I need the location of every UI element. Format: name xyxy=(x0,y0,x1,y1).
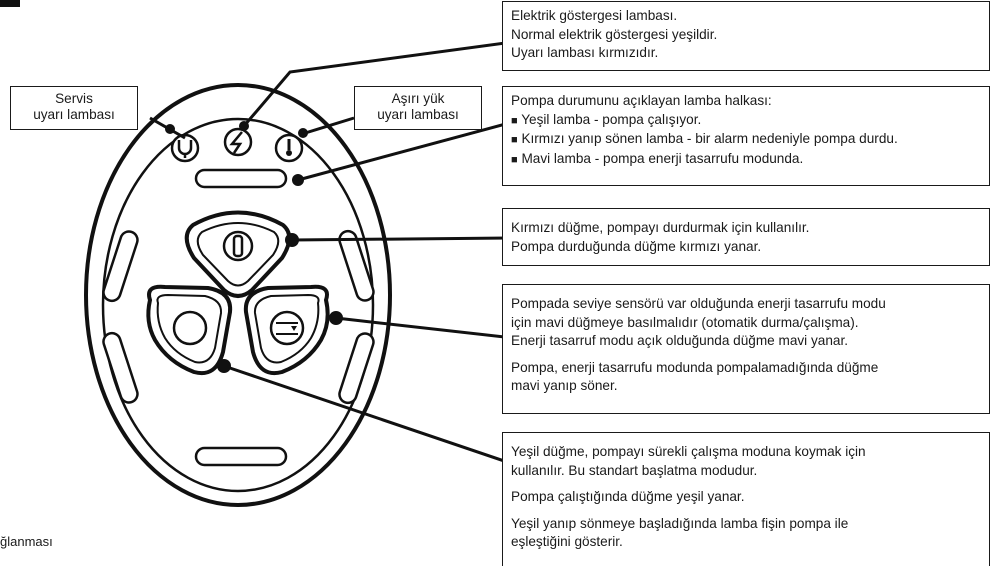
power-line-1: Elektrik göstergesi lambası. xyxy=(511,7,981,26)
green-line-1: Yeşil düğme, pompayı sürekli çalışma mod… xyxy=(511,443,981,462)
power-indicator-callout: Elektrik göstergesi lambası. Normal elek… xyxy=(502,1,990,71)
service-label-line-2: uyarı lambası xyxy=(17,107,131,123)
overload-lamp-label: Aşırı yük uyarı lambası xyxy=(354,86,482,130)
blue-line-1: Pompada seviye sensörü var olduğunda ene… xyxy=(511,295,981,314)
blue-line-5: mavi yanıp söner. xyxy=(511,377,981,396)
ring-intro: Pompa durumunu açıklayan lamba halkası: xyxy=(511,92,981,111)
overload-label-line-1: Aşırı yük xyxy=(361,91,475,107)
red-line-2: Pompa durduğunda düğme kırmızı yanar. xyxy=(511,238,981,257)
green-line-5: eşleştiğini gösterir. xyxy=(511,533,981,552)
blue-button-callout: Pompada seviye sensörü var olduğunda ene… xyxy=(502,284,990,414)
blue-line-3: Enerji tasarruf modu açık olduğunda düğm… xyxy=(511,332,981,351)
bullet-square: ■ xyxy=(511,115,518,127)
overload-label-line-2: uyarı lambası xyxy=(361,107,475,123)
stop-icon xyxy=(224,232,252,260)
red-button-callout: Kırmızı düğme, pompayı durdurmak için ku… xyxy=(502,208,990,266)
left-caption-fragment: ğlanması xyxy=(0,534,53,549)
green-line-3: Pompa çalıştığında düğme yeşil yanar. xyxy=(511,488,981,507)
lightning-icon xyxy=(225,129,251,155)
wrench-icon xyxy=(172,135,198,161)
lamp-ring-callout: Pompa durumunu açıklayan lamba halkası: … xyxy=(502,86,990,186)
service-label-line-1: Servis xyxy=(17,91,131,107)
corner-fragment xyxy=(0,0,20,7)
start-icon xyxy=(174,312,206,344)
service-lamp-label: Servis uyarı lambası xyxy=(10,86,138,130)
ring-item-blue: Mavi lamba - pompa enerji tasarrufu modu… xyxy=(521,151,803,166)
blue-line-2: için mavi düğmeye basılmalıdır (otomatik… xyxy=(511,314,981,333)
level-sensor-icon xyxy=(271,312,303,344)
thermometer-icon xyxy=(276,135,302,161)
ring-item-red: Kırmızı yanıp sönen lamba - bir alarm ne… xyxy=(521,131,897,146)
ring-item-green: Yeşil lamba - pompa çalışıyor. xyxy=(521,112,701,127)
bullet-square: ■ xyxy=(511,154,518,166)
bullet-square: ■ xyxy=(511,134,518,146)
green-line-4: Yeşil yanıp sönmeye başladığında lamba f… xyxy=(511,515,981,534)
blue-line-4: Pompa, enerji tasarrufu modunda pompalam… xyxy=(511,359,981,378)
red-line-1: Kırmızı düğme, pompayı durdurmak için ku… xyxy=(511,219,981,238)
power-line-3: Uyarı lambası kırmızıdır. xyxy=(511,44,981,63)
green-button-callout: Yeşil düğme, pompayı sürekli çalışma mod… xyxy=(502,432,990,566)
power-line-2: Normal elektrik göstergesi yeşildir. xyxy=(511,26,981,45)
green-line-2: kullanılır. Bu standart başlatma modudur… xyxy=(511,462,981,481)
